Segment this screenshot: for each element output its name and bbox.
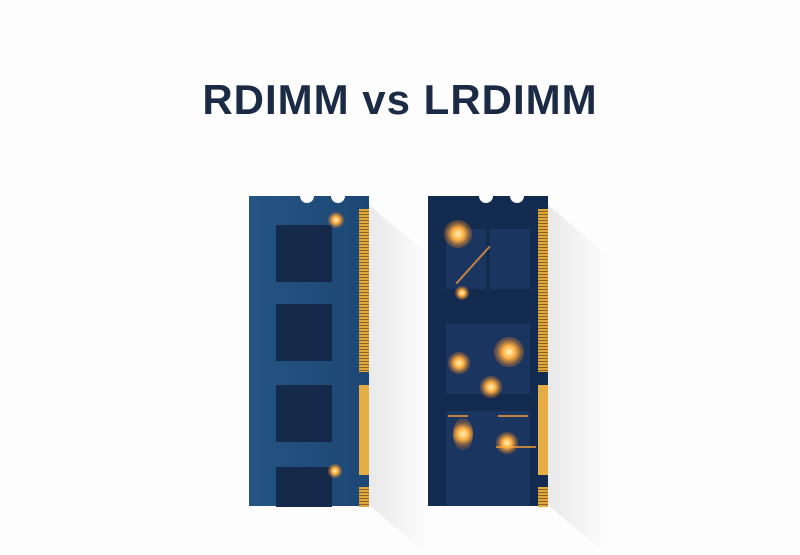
notch bbox=[479, 189, 493, 203]
glow bbox=[480, 376, 502, 398]
glow bbox=[448, 352, 470, 374]
glow bbox=[496, 432, 518, 454]
rdimm-module bbox=[249, 189, 369, 507]
glow bbox=[328, 464, 342, 478]
gold-contacts bbox=[538, 487, 548, 507]
glow bbox=[453, 418, 473, 450]
lrdimm-module bbox=[428, 189, 548, 507]
memory-chip bbox=[276, 225, 332, 282]
glow bbox=[455, 286, 469, 300]
notch bbox=[300, 189, 314, 203]
gold-contacts bbox=[359, 209, 369, 372]
memory-chip bbox=[490, 229, 530, 289]
memory-chip bbox=[276, 467, 332, 507]
circuit-trace bbox=[498, 415, 528, 417]
glow bbox=[494, 337, 524, 367]
gold-contacts bbox=[538, 385, 548, 475]
memory-chip bbox=[276, 385, 332, 442]
gold-contacts bbox=[538, 209, 548, 372]
rdimm-shadow bbox=[369, 205, 429, 555]
notch bbox=[510, 189, 524, 203]
memory-chip bbox=[276, 304, 332, 361]
gold-contacts bbox=[359, 385, 369, 475]
notch bbox=[331, 189, 345, 203]
lrdimm-shadow bbox=[548, 205, 608, 555]
circuit-trace bbox=[448, 415, 468, 417]
glow bbox=[444, 220, 472, 248]
gold-contacts bbox=[359, 487, 369, 507]
page-title: RDIMM vs LRDIMM bbox=[202, 76, 598, 123]
glow bbox=[328, 212, 344, 228]
